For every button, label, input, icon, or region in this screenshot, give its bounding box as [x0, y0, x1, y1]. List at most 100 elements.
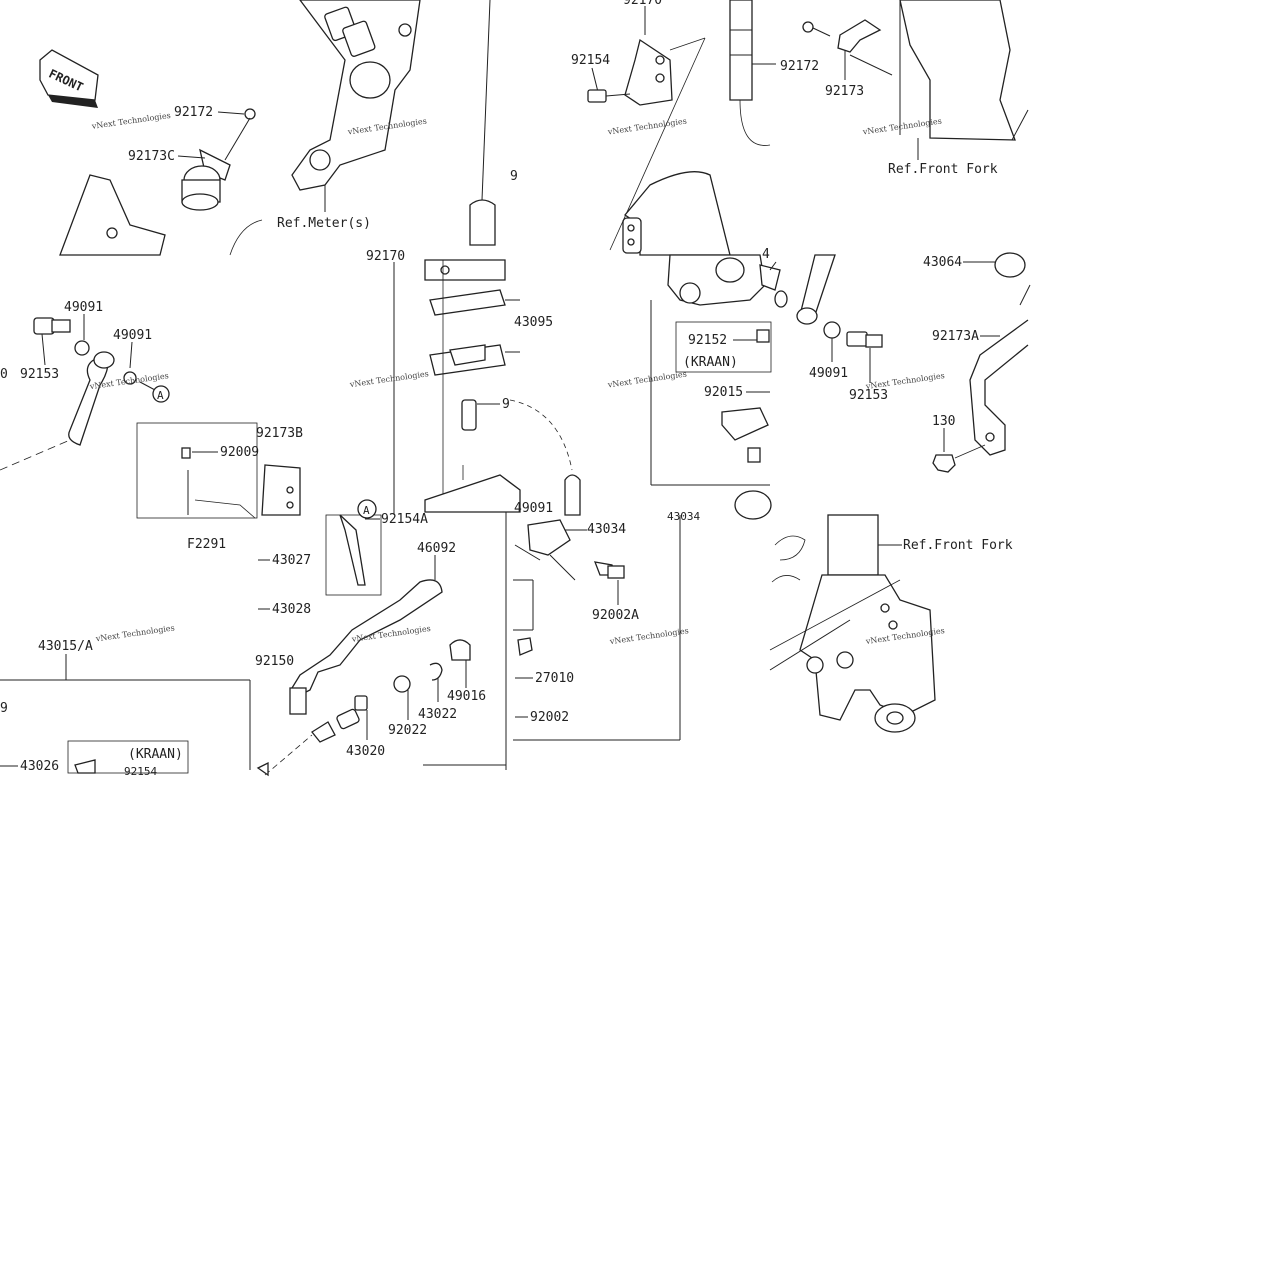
brake-lever — [289, 579, 443, 715]
label-43034: 43034 — [587, 522, 626, 537]
svg-text:43034: 43034 — [667, 510, 700, 523]
hose-loop — [774, 535, 806, 561]
svg-text:vNext Technologies: vNext Technologies — [606, 116, 687, 136]
label-92153-right: 92153 — [849, 388, 888, 403]
grommet-43064 — [994, 252, 1026, 278]
label-92173: 92173 — [825, 84, 864, 99]
dust-cover-49016 — [449, 639, 471, 661]
clamp-92173 — [837, 19, 882, 53]
label-92002a: 92002A — [592, 608, 639, 623]
nut-27010 — [517, 637, 533, 656]
label-46092: 46092 — [417, 541, 456, 556]
brake-hose-vertical — [729, 0, 753, 101]
label-92173a: 92173A — [932, 329, 979, 344]
front-direction-arrow: FRONT — [39, 49, 99, 108]
label-92150: 92150 — [255, 654, 294, 669]
bolt-92 — [461, 399, 477, 431]
label-49091-right: 49091 — [809, 366, 848, 381]
hose-clamp-bracket — [587, 38, 673, 106]
label-49016: 49016 — [447, 689, 486, 704]
svg-text:4: 4 — [762, 247, 770, 262]
label-92170-mid: 92170 — [366, 249, 405, 264]
svg-text:9: 9 — [0, 701, 8, 716]
label-92172-tr: 92172 — [780, 59, 819, 74]
svg-text:vNext Technologies: vNext Technologies — [864, 371, 945, 391]
label-92022: 92022 — [388, 723, 427, 738]
circle-marker-a — [357, 499, 377, 519]
banjo-bolt-right — [846, 331, 868, 347]
meter-bracket — [291, 0, 421, 191]
label-92173b: 92173B — [256, 426, 303, 441]
brake-switch — [721, 407, 769, 441]
label-92154-b: 92154 — [124, 765, 157, 778]
callout-box-kraan-b — [67, 740, 189, 774]
svg-text:A: A — [363, 504, 370, 517]
pivot-spring — [311, 695, 368, 743]
svg-text:vNext Technologies: vNext Technologies — [608, 626, 689, 646]
label-92154: 92154 — [571, 53, 610, 68]
label-f2291: F2291 — [187, 537, 226, 552]
brake-hose-right — [799, 254, 836, 316]
label-130: 130 — [932, 414, 955, 429]
bracket-hole — [106, 227, 118, 239]
clamp-92173a — [969, 319, 1029, 456]
label-43028: 43028 — [272, 602, 311, 617]
label-27010: 27010 — [535, 671, 574, 686]
left-bracket-outline — [59, 174, 166, 256]
label-92153-left: 92153 — [20, 367, 59, 382]
label-92170-top: 92170 — [623, 0, 662, 8]
label-49091-c: 49091 — [514, 501, 553, 516]
master-cylinder-cap-parts — [181, 108, 256, 211]
circle-marker-a-left — [152, 385, 170, 403]
label-43027: 43027 — [272, 553, 311, 568]
kraan-label-a: (KRAAN) — [683, 355, 738, 370]
caliper-guard — [622, 171, 731, 256]
front-fork-cover-top — [899, 0, 1029, 141]
reservoir-cap — [424, 259, 506, 281]
clamp-92173b — [261, 464, 301, 516]
label-43064: 43064 — [923, 255, 962, 270]
svg-text:9: 9 — [502, 397, 510, 412]
clamp-43034 — [527, 519, 571, 556]
label-92002: 92002 — [530, 710, 569, 725]
caliper-body — [667, 254, 766, 306]
washer-92022 — [393, 675, 411, 693]
banjo-bolt-left — [33, 317, 90, 356]
diaphragm-plate — [429, 289, 506, 316]
kraan-label-b: (KRAAN) — [128, 747, 183, 762]
master-cylinder-body — [424, 474, 521, 513]
label-43026: 43026 — [20, 759, 59, 774]
bolt-92172 — [802, 21, 814, 33]
label-43095: 43095 — [514, 315, 553, 330]
label-92015: 92015 — [704, 385, 743, 400]
label-43015a: 43015/A — [38, 639, 93, 654]
svg-text:A: A — [157, 389, 164, 402]
svg-text:vNext Technologies: vNext Technologies — [348, 369, 429, 389]
ref-front-fork-bottom: Ref.Front Fork — [903, 538, 1013, 553]
svg-text:0: 0 — [0, 367, 8, 382]
ref-meter: Ref.Meter(s) — [277, 216, 371, 231]
circlip-43022 — [429, 662, 443, 681]
label-92009: 92009 — [220, 445, 259, 460]
label-49091-b: 49091 — [113, 328, 152, 343]
callout-box-a — [325, 514, 382, 596]
label-92152: 92152 — [688, 333, 727, 348]
label-92172: 92172 — [174, 105, 213, 120]
ref-front-fork-top: Ref.Front Fork — [888, 162, 998, 177]
label-92173c: 92173C — [128, 149, 175, 164]
brake-hose-left — [68, 354, 109, 446]
label-49091-a: 49091 — [64, 300, 103, 315]
svg-text:vNext Technologies: vNext Technologies — [90, 111, 171, 131]
lever-box — [253, 512, 508, 770]
label-43022: 43022 — [418, 707, 457, 722]
front-fork-lower — [799, 514, 936, 733]
callout-box-92009 — [136, 422, 258, 519]
curve-line — [229, 219, 263, 256]
svg-text:vNext Technologies: vNext Technologies — [94, 623, 175, 643]
callout-box-kraan — [675, 321, 772, 373]
bolt-92002a — [607, 565, 625, 579]
label-43020: 43020 — [346, 744, 385, 759]
svg-text:vNext Technologies: vNext Technologies — [606, 369, 687, 389]
hose-end — [469, 199, 496, 246]
